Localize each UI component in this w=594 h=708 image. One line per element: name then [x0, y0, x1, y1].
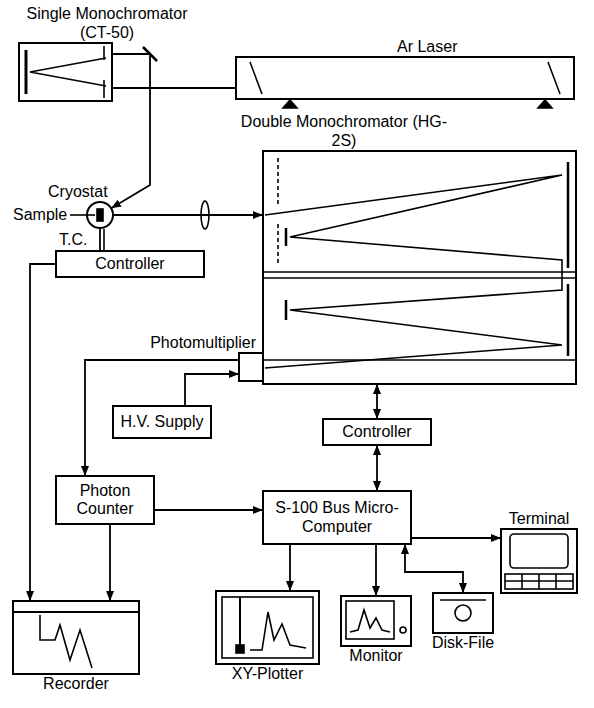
connector: [185, 374, 238, 405]
mirror: [567, 162, 570, 268]
connector: [112, 54, 150, 208]
monochromator-box: Double Monochromator (HG-2S): [262, 150, 577, 385]
node-heading: Recorder: [43, 675, 109, 693]
node-heading: Single Monochromator (CT-50): [12, 5, 202, 42]
plotter-icon: XY-Plotter: [215, 590, 320, 665]
disk: [455, 605, 471, 621]
box-label: Controller: [95, 255, 164, 273]
node-heading: Double Monochromator (HG-2S): [234, 113, 454, 150]
brewster-window: [548, 62, 560, 94]
monitor-screen: [346, 601, 394, 639]
plotter-bed: [222, 597, 313, 658]
laser-box: Ar Laser: [235, 56, 575, 100]
beam-path: [30, 58, 106, 86]
node-heading: Cryostat: [48, 183, 108, 201]
node-heading: Disk-File: [432, 634, 494, 652]
keyboard-key: [555, 574, 557, 589]
connector: [412, 537, 500, 539]
monitor-icon: Monitor: [340, 595, 412, 647]
connector: [289, 545, 291, 590]
connector: [376, 446, 378, 490]
plotter-arm: [239, 597, 241, 645]
monitor-knob: [400, 627, 406, 633]
node-heading: Ar Laser: [397, 38, 457, 56]
box-label: Photon Counter: [63, 482, 147, 519]
mirror: [25, 50, 28, 94]
mirror: [567, 284, 570, 356]
part-label: T.C.: [58, 231, 88, 249]
recorder-trace: [40, 615, 92, 668]
grating: [285, 228, 288, 246]
node-heading: Terminal: [509, 510, 569, 528]
box-label: H.V. Supply: [120, 413, 203, 431]
process-box: Controller: [55, 250, 205, 278]
divider: [262, 277, 577, 279]
grating: [285, 300, 288, 320]
divider: [262, 271, 577, 273]
node-heading: Photomultiplier: [150, 334, 256, 352]
recorder-bar: [12, 611, 140, 613]
detector-box: Photomultiplier: [238, 352, 264, 382]
node-heading: XY-Plotter: [232, 665, 303, 683]
terminal-icon: Terminal: [500, 528, 578, 594]
slit: [103, 80, 105, 98]
connector: [99, 229, 101, 250]
part-label: Sample: [12, 206, 68, 224]
box-label: Controller: [342, 423, 411, 441]
connector: [405, 545, 463, 592]
keyboard-key: [521, 574, 523, 589]
plotter-pen: [236, 645, 244, 653]
connector: [113, 87, 235, 89]
box-label: S-100 Bus Micro-Computer: [275, 499, 399, 536]
plot-trace: [250, 612, 306, 650]
node-heading: Monitor: [349, 647, 402, 665]
connector: [109, 525, 111, 600]
process-box: H.V. Supply: [112, 405, 212, 439]
disk-icon: Disk-File: [432, 592, 494, 634]
laser-foot: [283, 100, 297, 108]
process-box: S-100 Bus Micro-Computer: [262, 490, 412, 545]
slit: [277, 224, 279, 266]
brewster-window: [250, 62, 262, 94]
connector: [114, 214, 262, 216]
disk-slot: [440, 599, 486, 601]
laser-foot: [538, 100, 552, 108]
slit: [277, 158, 279, 206]
divider: [262, 359, 577, 361]
leader-line: [70, 214, 95, 216]
monochromator-box: Single Monochromator (CT-50): [18, 42, 113, 102]
monitor-trace: [350, 610, 390, 632]
keyboard-key: [538, 574, 540, 589]
connector: [155, 509, 262, 511]
slit: [103, 46, 105, 60]
sample-holder: [97, 209, 103, 221]
process-box: Photon Counter: [55, 475, 155, 525]
connector: [30, 264, 55, 600]
thermocouple-wire: [103, 229, 105, 250]
recorder-icon: Recorder: [12, 600, 140, 675]
cryostat-circle: Cryostat: [86, 201, 114, 229]
connector: [375, 545, 377, 595]
connector: [376, 385, 378, 418]
connector: [85, 360, 238, 475]
terminal-screen: [510, 534, 568, 568]
process-box: Controller: [322, 418, 432, 446]
keyboard: [505, 574, 573, 589]
